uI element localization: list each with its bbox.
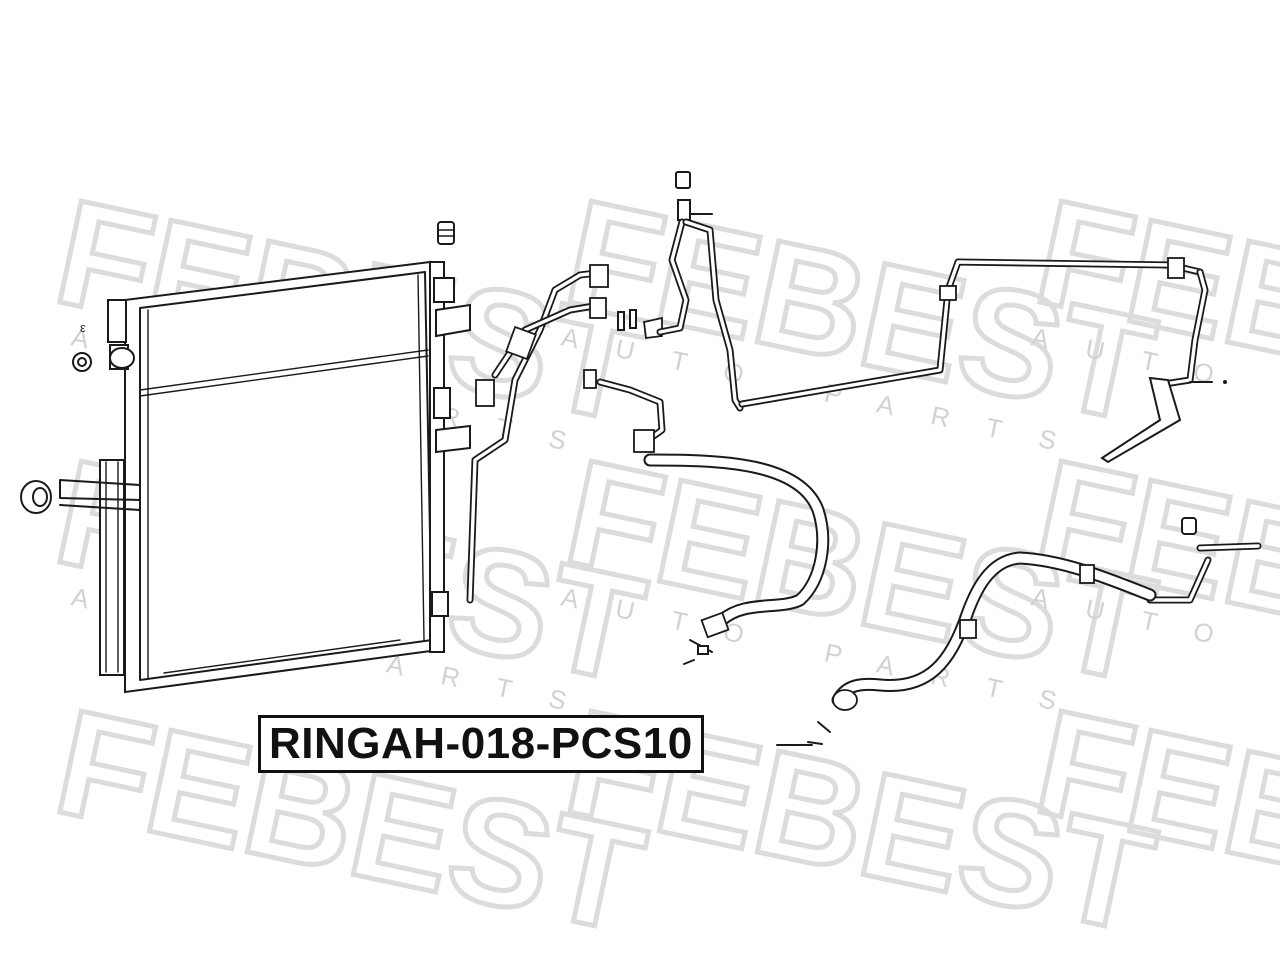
loose-fittings-left: ε xyxy=(20,221,455,514)
svg-text:ε: ε xyxy=(80,320,86,335)
part-number-label: RINGAH-018-PCS10 xyxy=(258,715,704,773)
condenser xyxy=(59,260,471,694)
long-pipe-right xyxy=(738,257,1227,464)
middle-hose xyxy=(583,369,830,665)
liquid-line-left xyxy=(466,264,663,604)
lower-hose xyxy=(807,517,1262,745)
upper-pipe xyxy=(656,171,744,412)
